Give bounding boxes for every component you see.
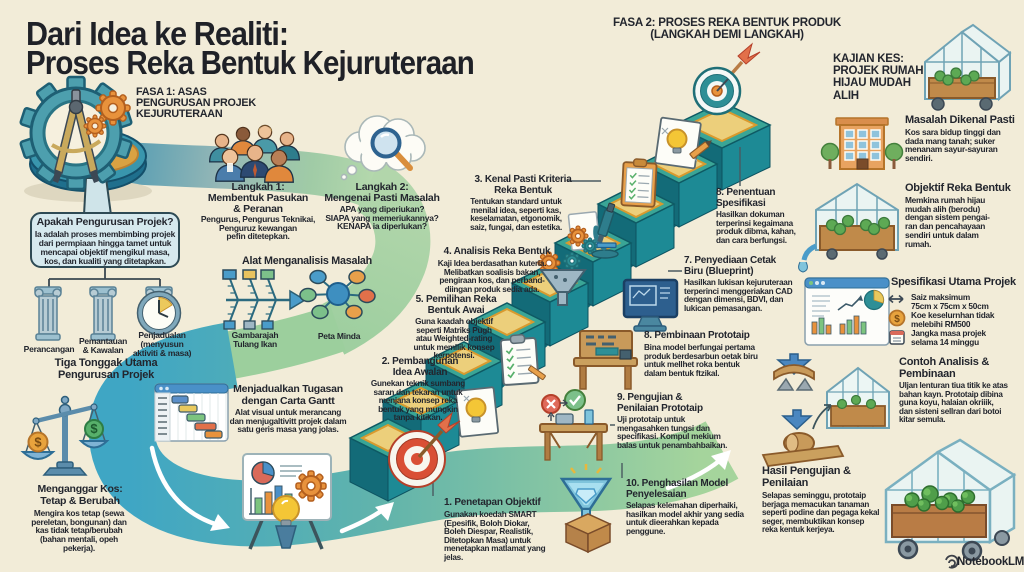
svg-text:$: $ — [34, 435, 42, 450]
svg-text:$: $ — [90, 421, 98, 436]
svg-text:$: $ — [894, 314, 900, 325]
